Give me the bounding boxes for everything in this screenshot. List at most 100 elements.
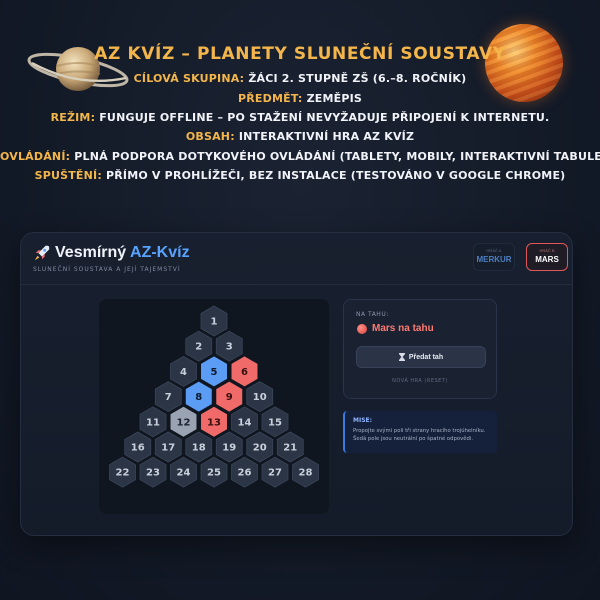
hex-number: 17: [161, 443, 175, 454]
current-player: Mars na tahu: [372, 323, 434, 334]
player-score-merkur[interactable]: Hráč A MERKUR: [473, 243, 515, 271]
promo-line-subject: Předmět: Zeměpis: [237, 92, 362, 105]
promo-line-mode: Režim: Funguje offline – po stažení nevy…: [50, 111, 550, 124]
hex-cell-17[interactable]: 17: [154, 431, 182, 463]
hex-shape: [261, 406, 289, 438]
hex-number: 13: [207, 417, 221, 428]
hex-shape: [185, 330, 213, 362]
hex-number: 25: [207, 468, 221, 479]
mission-label: Mise:: [353, 417, 373, 424]
hex-cell-15[interactable]: 15: [261, 406, 289, 438]
hourglass-icon: [398, 353, 405, 361]
hex-cell-6[interactable]: 6: [231, 356, 258, 387]
hex-number: 8: [195, 392, 202, 403]
hex-number: 12: [177, 417, 191, 428]
hex-shape: [276, 431, 304, 463]
hex-number: 10: [253, 392, 267, 403]
hex-cell-1[interactable]: 1: [200, 305, 228, 337]
hex-number: 24: [177, 468, 191, 479]
hex-shape: [200, 456, 228, 488]
promo-line-content: Obsah: Interaktivní hra AZ kvíz: [185, 130, 415, 143]
hex-cell-25[interactable]: 25: [200, 456, 228, 488]
hex-shape: [200, 305, 228, 337]
hex-number: 22: [116, 468, 130, 479]
app-subtitle: Sluneční soustava a její tajemství: [33, 266, 181, 273]
hex-shape: [185, 431, 213, 463]
hex-number: 2: [195, 342, 202, 353]
hex-cell-7[interactable]: 7: [154, 381, 182, 413]
hex-shape: [170, 406, 197, 437]
hex-shape: [139, 456, 167, 488]
saturn-image: [27, 47, 129, 91]
hex-shape: [201, 406, 227, 437]
hex-number: 5: [211, 367, 218, 378]
hex-cell-8[interactable]: 8: [185, 381, 212, 412]
hex-shape: [201, 356, 227, 387]
hex-cell-22[interactable]: 22: [109, 456, 136, 488]
turn-panel: Na tahu: Mars na tahu Předat tah Nová hr…: [343, 299, 497, 399]
hex-cell-10[interactable]: 10: [246, 381, 274, 413]
hex-shape: [154, 381, 182, 413]
hex-shape: [231, 356, 258, 387]
hex-number: 6: [241, 367, 248, 378]
hex-shape: [261, 456, 289, 488]
hex-shape: [292, 456, 319, 488]
hex-cell-28[interactable]: 28: [292, 456, 319, 488]
mission-box: Mise: Propojte svými poli tři strany hra…: [343, 411, 497, 453]
app-window: Vesmírný AZ-Kvíz Sluneční soustava a jej…: [20, 232, 573, 536]
hex-number: 21: [283, 443, 297, 454]
hex-number: 27: [268, 468, 282, 479]
hex-cell-24[interactable]: 24: [170, 456, 197, 488]
hex-shape: [231, 456, 258, 488]
hex-cell-14[interactable]: 14: [231, 406, 258, 438]
hex-shape: [231, 406, 258, 438]
hex-shape: [154, 431, 182, 463]
hex-cell-23[interactable]: 23: [139, 456, 167, 488]
hex-cell-20[interactable]: 20: [246, 431, 274, 463]
hex-number: 14: [238, 417, 252, 428]
hex-number: 16: [131, 443, 145, 454]
hex-cell-9[interactable]: 9: [216, 381, 243, 412]
hex-shape: [124, 431, 152, 463]
hex-number: 26: [238, 468, 252, 479]
promo-line-controls: Ovládání: Plná podpora dotykového ovládá…: [0, 150, 600, 163]
hex-number: 18: [192, 443, 206, 454]
hex-cell-19[interactable]: 19: [215, 431, 243, 463]
hex-number: 20: [253, 443, 267, 454]
hex-cell-26[interactable]: 26: [231, 456, 258, 488]
hex-shape: [185, 381, 212, 412]
hex-cell-4[interactable]: 4: [170, 355, 197, 387]
hex-cell-13[interactable]: 13: [201, 406, 227, 437]
pass-turn-button[interactable]: Předat tah: [356, 346, 486, 368]
hex-shape: [216, 381, 243, 412]
hex-number: 9: [226, 392, 233, 403]
hex-cell-21[interactable]: 21: [276, 431, 304, 463]
hex-cell-2[interactable]: 2: [185, 330, 213, 362]
new-game-link[interactable]: Nová hra (reset): [392, 378, 448, 384]
app-header: Vesmírný AZ-Kvíz Sluneční soustava a jej…: [21, 233, 572, 285]
promo-line-launch: Spuštění: Přímo v prohlížeči, bez instal…: [34, 169, 566, 182]
hex-number: 28: [299, 468, 313, 479]
hex-shape: [246, 431, 274, 463]
hex-cell-3[interactable]: 3: [215, 330, 243, 362]
hex-cell-18[interactable]: 18: [185, 431, 213, 463]
rocket-icon: [34, 245, 50, 261]
hex-shape: [215, 431, 243, 463]
hex-number: 19: [222, 443, 236, 454]
hex-cell-11[interactable]: 11: [139, 406, 167, 438]
hex-number: 15: [268, 417, 282, 428]
hex-cell-5[interactable]: 5: [201, 356, 227, 387]
player-score-mars[interactable]: Hráč B MARS: [526, 243, 568, 271]
hex-number: 23: [146, 468, 160, 479]
hex-cell-27[interactable]: 27: [261, 456, 289, 488]
hex-shape: [246, 381, 274, 413]
hex-cell-12[interactable]: 12: [170, 406, 197, 437]
hex-number: 4: [180, 367, 187, 378]
hex-shape: [170, 456, 197, 488]
hex-number: 11: [146, 417, 160, 428]
hex-cell-16[interactable]: 16: [124, 431, 152, 463]
mars-planet-icon: [357, 324, 367, 334]
hex-shape: [170, 355, 197, 387]
